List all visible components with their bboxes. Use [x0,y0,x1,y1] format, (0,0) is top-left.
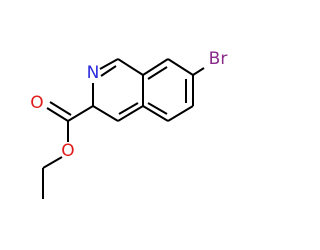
bond-c3-c4 [92,105,119,122]
bond-c8a-c8-inner [147,66,168,80]
nitrogen-atom-label: N [87,63,100,83]
bond-c8a-c8 [142,58,169,76]
bond-c7-br [192,67,205,76]
bond-c1-c8a [117,58,144,76]
bond-c3-carbonyl [67,105,94,122]
bond-c6-c5 [167,105,194,122]
bond-c4-c4a [117,105,144,122]
bond-c5-c4a [142,105,169,122]
carbonyl-oxygen-atom-label: O [30,93,43,113]
chemical-structure-diagram: N O O Br [30,49,228,199]
bond-c1-n2 [99,58,119,70]
bond-carbonyl-o-2 [49,101,72,116]
bond-c5-c4a-inner [147,102,168,115]
bond-ester-o-ch2 [42,156,63,169]
bond-carbonyl-o-1 [46,107,69,122]
ester-oxygen-atom-label: O [61,141,74,161]
bond-c4-c4a-inner [118,102,139,115]
bond-c8-c7 [167,58,194,76]
bond-c1-n2-inner [100,65,117,77]
bromine-atom-label: Br [209,49,228,69]
